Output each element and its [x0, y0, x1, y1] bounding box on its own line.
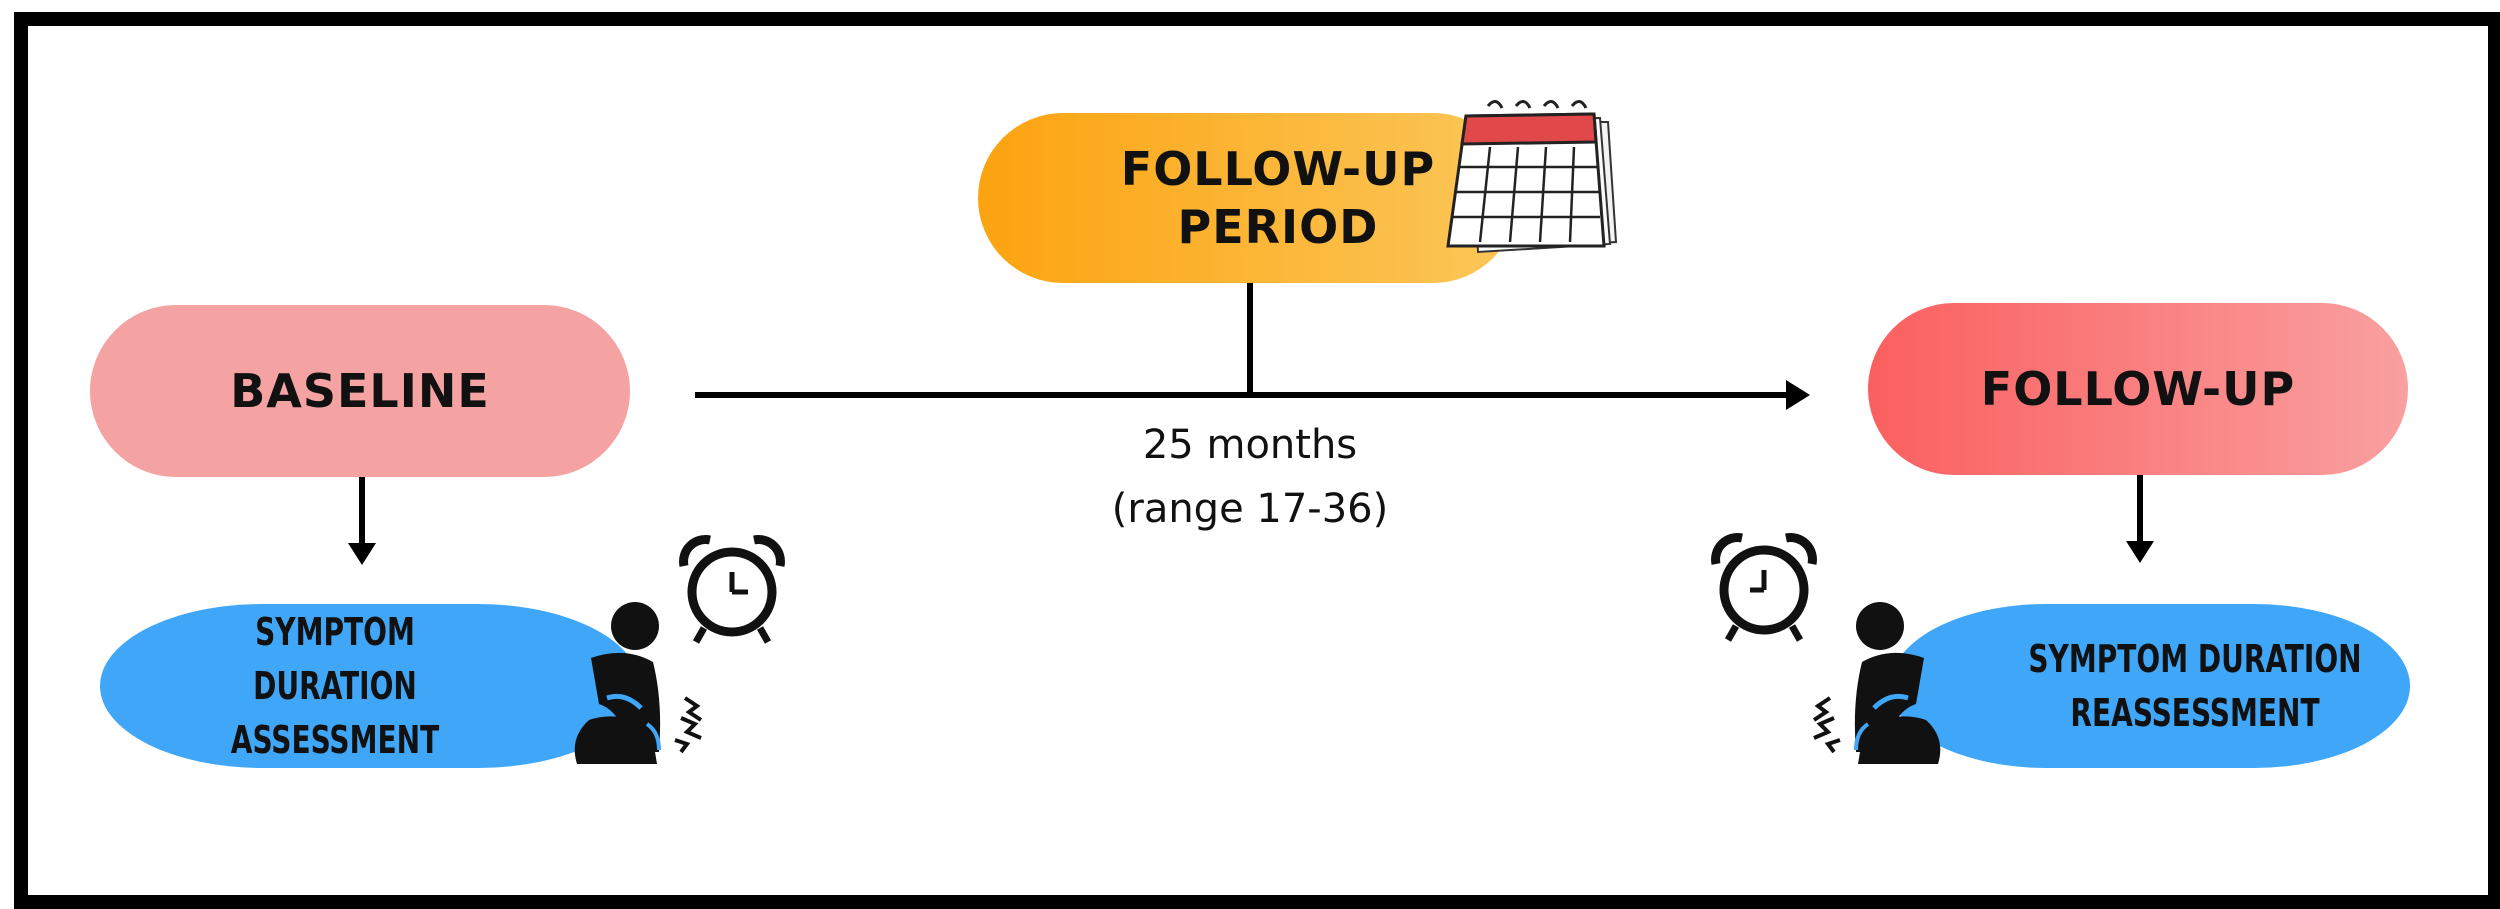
- person-knee-pain-icon: [1812, 602, 1941, 764]
- baseline-box: BASELINE: [90, 305, 630, 477]
- follow-up-label: FOLLOW-UP: [1980, 362, 2296, 416]
- baseline-label: BASELINE: [230, 364, 490, 418]
- symptom-duration-reassessment-box: SYMPTOM DURATION REASSESSMENT: [1890, 604, 2410, 768]
- baseline-down-arrow: [348, 477, 376, 565]
- alarm-clock-icon: [679, 535, 785, 644]
- assessment-label: SYMPTOM DURATION ASSESSMENT: [230, 610, 440, 762]
- follow-up-duration-label: 25 months (range 17-36): [1111, 422, 1389, 532]
- follow-up-box: FOLLOW-UP: [1868, 303, 2408, 475]
- alarm-clock-icon: [1711, 533, 1817, 642]
- symptom-duration-assessment-box: SYMPTOM DURATION ASSESSMENT: [100, 604, 640, 768]
- calendar-icon: [1446, 100, 1618, 254]
- person-knee-pain-icon: [574, 602, 703, 764]
- reassessment-label: SYMPTOM DURATION REASSESSMENT: [2028, 637, 2362, 735]
- follow-up-period-box: FOLLOW-UP PERIOD: [978, 113, 1518, 283]
- timeline-arrow: [695, 380, 1810, 410]
- follow-up-period-label: FOLLOW-UP PERIOD: [1120, 142, 1436, 254]
- follow-up-down-arrow: [2126, 475, 2154, 563]
